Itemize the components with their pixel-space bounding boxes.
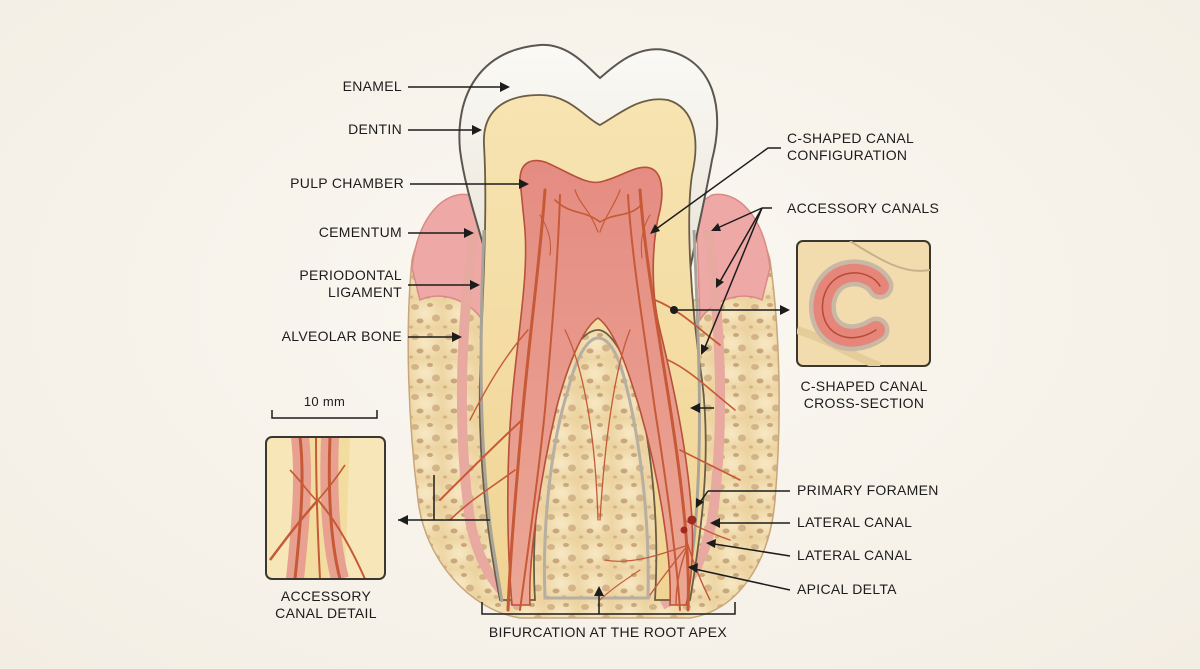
label-dentin: DENTIN bbox=[348, 121, 402, 137]
label-pulp-chamber: PULP CHAMBER bbox=[290, 175, 404, 191]
primary-foramen-dot bbox=[687, 515, 697, 525]
leader-arrowheads bbox=[398, 82, 790, 596]
label-alveolar-bone: ALVEOLAR BONE bbox=[281, 328, 402, 344]
label-c-shaped-config-line-1: C-SHAPED CANAL bbox=[787, 130, 915, 146]
label-c-shaped-cross-line-1: C-SHAPED CANAL bbox=[800, 378, 928, 394]
scale-bar-label: 10 mm bbox=[303, 394, 346, 409]
accessory-canal-detail-inset bbox=[265, 436, 386, 580]
cementum-left bbox=[479, 229, 504, 603]
label-lateral-canal-1: LATERAL CANAL bbox=[797, 514, 913, 530]
c-shaped-cross-section-inset bbox=[796, 240, 931, 367]
lateral-canal-dot bbox=[680, 526, 688, 534]
label-apical-delta: APICAL DELTA bbox=[797, 581, 897, 597]
label-enamel: ENAMEL bbox=[342, 78, 402, 94]
label-periodontal-line-2: LIGAMENT bbox=[328, 284, 402, 300]
label-accessory-canals: ACCESSORY CANALS bbox=[787, 200, 940, 216]
c-shape-marker-dot bbox=[670, 306, 678, 314]
label-c-shaped-cross-line-2: CROSS-SECTION bbox=[803, 395, 925, 411]
label-c-shaped-cross-section: C-SHAPED CANAL CROSS-SECTION bbox=[784, 378, 944, 412]
leader-lines bbox=[271, 86, 791, 615]
label-accessory-canal-detail: ACCESSORY CANAL DETAIL bbox=[245, 588, 407, 622]
label-periodontal-ligament: PERIODONTAL LIGAMENT bbox=[299, 267, 402, 301]
label-primary-foramen: PRIMARY FORAMEN bbox=[797, 482, 939, 498]
label-c-shaped-configuration: C-SHAPED CANAL CONFIGURATION bbox=[787, 130, 914, 164]
root-canal-vessels bbox=[439, 188, 741, 612]
label-c-shaped-config-line-2: CONFIGURATION bbox=[787, 147, 908, 163]
interradicular-bone bbox=[542, 336, 650, 600]
label-cementum: CEMENTUM bbox=[318, 224, 402, 240]
periodontal-ligament-left bbox=[456, 229, 523, 610]
label-accessory-detail-line-2: CANAL DETAIL bbox=[275, 605, 377, 621]
label-accessory-detail-line-1: ACCESSORY bbox=[280, 588, 372, 604]
label-lateral-canal-2: LATERAL CANAL bbox=[797, 547, 913, 563]
label-bifurcation: BIFURCATION AT THE ROOT APEX bbox=[488, 624, 728, 640]
label-periodontal-line-1: PERIODONTAL bbox=[299, 267, 402, 283]
